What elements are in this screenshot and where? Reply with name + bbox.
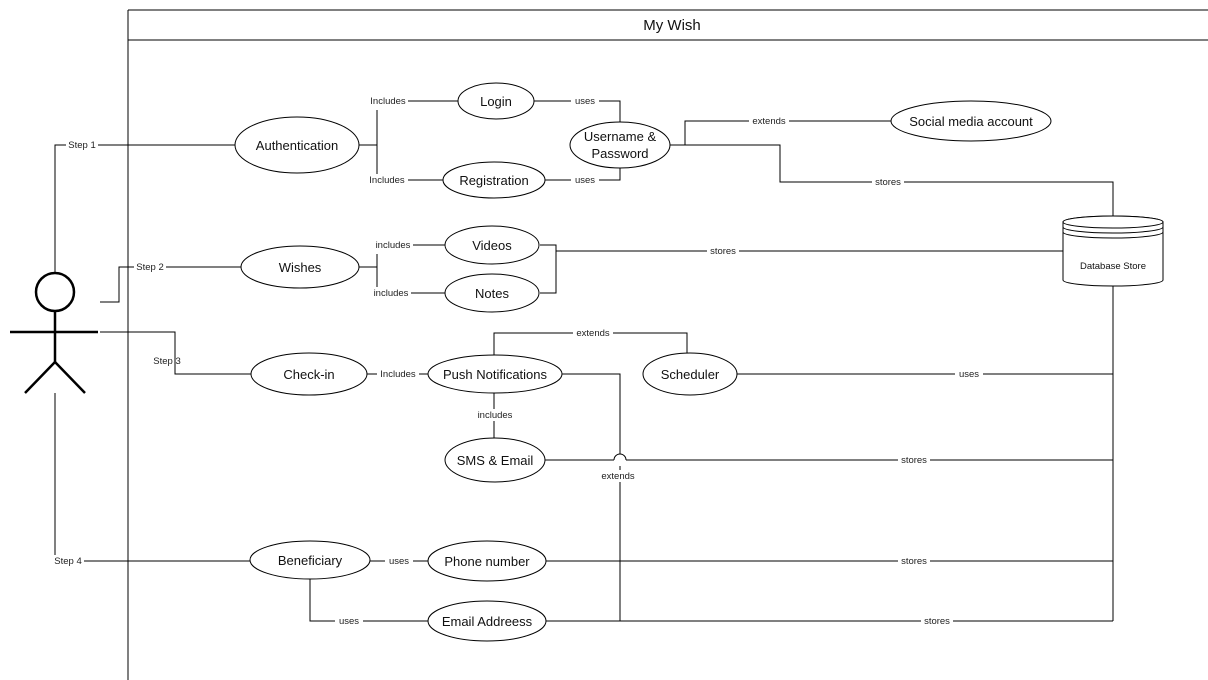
use-case-phone-number: Phone number: [427, 540, 547, 582]
label-email-stores: stores: [924, 616, 950, 627]
label-registration-uses: uses: [575, 175, 595, 186]
relation-labels: Includes Includes uses uses extends stor…: [335, 95, 983, 627]
label-wishes-stores: stores: [710, 246, 736, 257]
label-phone-uses: uses: [389, 556, 409, 567]
use-case-videos: Videos: [444, 225, 540, 265]
use-case-wishes: Wishes: [240, 245, 360, 289]
step-1-label: Step 1: [68, 140, 95, 151]
database-label: Database Store: [1080, 261, 1146, 272]
svg-text:Check-in: Check-in: [283, 367, 334, 382]
use-case-beneficiary: Beneficiary: [249, 540, 371, 580]
label-sms-stores: stores: [901, 455, 927, 466]
step-2-label: Step 2: [136, 262, 163, 273]
use-case-registration: Registration: [442, 161, 546, 199]
svg-text:Videos: Videos: [472, 238, 512, 253]
svg-text:Social media account: Social media account: [909, 114, 1033, 129]
step-3-label: Step 3: [153, 356, 180, 367]
label-credentials-stores: stores: [875, 177, 901, 188]
svg-text:SMS & Email: SMS & Email: [457, 453, 534, 468]
use-case-sms-email: SMS & Email: [444, 437, 546, 483]
use-case-checkin: Check-in: [250, 352, 368, 396]
svg-text:Authentication: Authentication: [256, 138, 338, 153]
actor-user: [10, 271, 98, 394]
svg-text:Phone number: Phone number: [444, 554, 530, 569]
svg-text:Password: Password: [591, 146, 648, 161]
label-sms-includes: includes: [478, 410, 513, 421]
label-videos-includes: includes: [376, 240, 411, 251]
use-case-scheduler: Scheduler: [642, 352, 738, 396]
use-case-social-media-account: Social media account: [890, 100, 1052, 142]
label-login-includes: Includes: [370, 96, 406, 107]
label-email-extends: extends: [601, 471, 635, 482]
label-phone-stores: stores: [901, 556, 927, 567]
use-case-authentication: Authentication: [234, 116, 360, 174]
svg-text:Beneficiary: Beneficiary: [278, 553, 343, 568]
step-labels: Step 1 Step 2 Step 3 Step 4: [52, 139, 181, 567]
label-registration-includes: Includes: [369, 175, 405, 186]
label-social-extends: extends: [752, 116, 786, 127]
checkin-relations: [367, 332, 1113, 621]
use-case-login: Login: [457, 82, 535, 120]
label-scheduler-uses: uses: [959, 369, 979, 380]
svg-text:Wishes: Wishes: [279, 260, 322, 275]
actor-step-connectors: [54, 144, 251, 562]
svg-text:Registration: Registration: [459, 173, 528, 188]
beneficiary-relations: [309, 560, 1113, 622]
svg-text:Push Notifications: Push Notifications: [443, 367, 548, 382]
database-store: Database Store: [1062, 215, 1164, 287]
label-login-uses: uses: [575, 96, 595, 107]
label-notes-includes: includes: [374, 288, 409, 299]
system-title: My Wish: [643, 17, 701, 34]
svg-text:Email Addreess: Email Addreess: [442, 614, 533, 629]
svg-text:Login: Login: [480, 94, 512, 109]
label-push-includes: Includes: [380, 369, 416, 380]
step-4-label: Step 4: [54, 556, 81, 567]
use-case-notes: Notes: [444, 273, 540, 313]
label-scheduler-extends: extends: [576, 328, 610, 339]
svg-text:Scheduler: Scheduler: [661, 367, 720, 382]
system-boundary: My Wish: [127, 9, 1208, 680]
use-case-username-password: Username & Password: [569, 121, 671, 169]
label-email-uses: uses: [339, 616, 359, 627]
svg-text:Username &: Username &: [584, 129, 657, 144]
use-case-push-notifications: Push Notifications: [427, 354, 563, 394]
svg-text:Notes: Notes: [475, 286, 509, 301]
use-case-email-address: Email Addreess: [427, 600, 547, 642]
